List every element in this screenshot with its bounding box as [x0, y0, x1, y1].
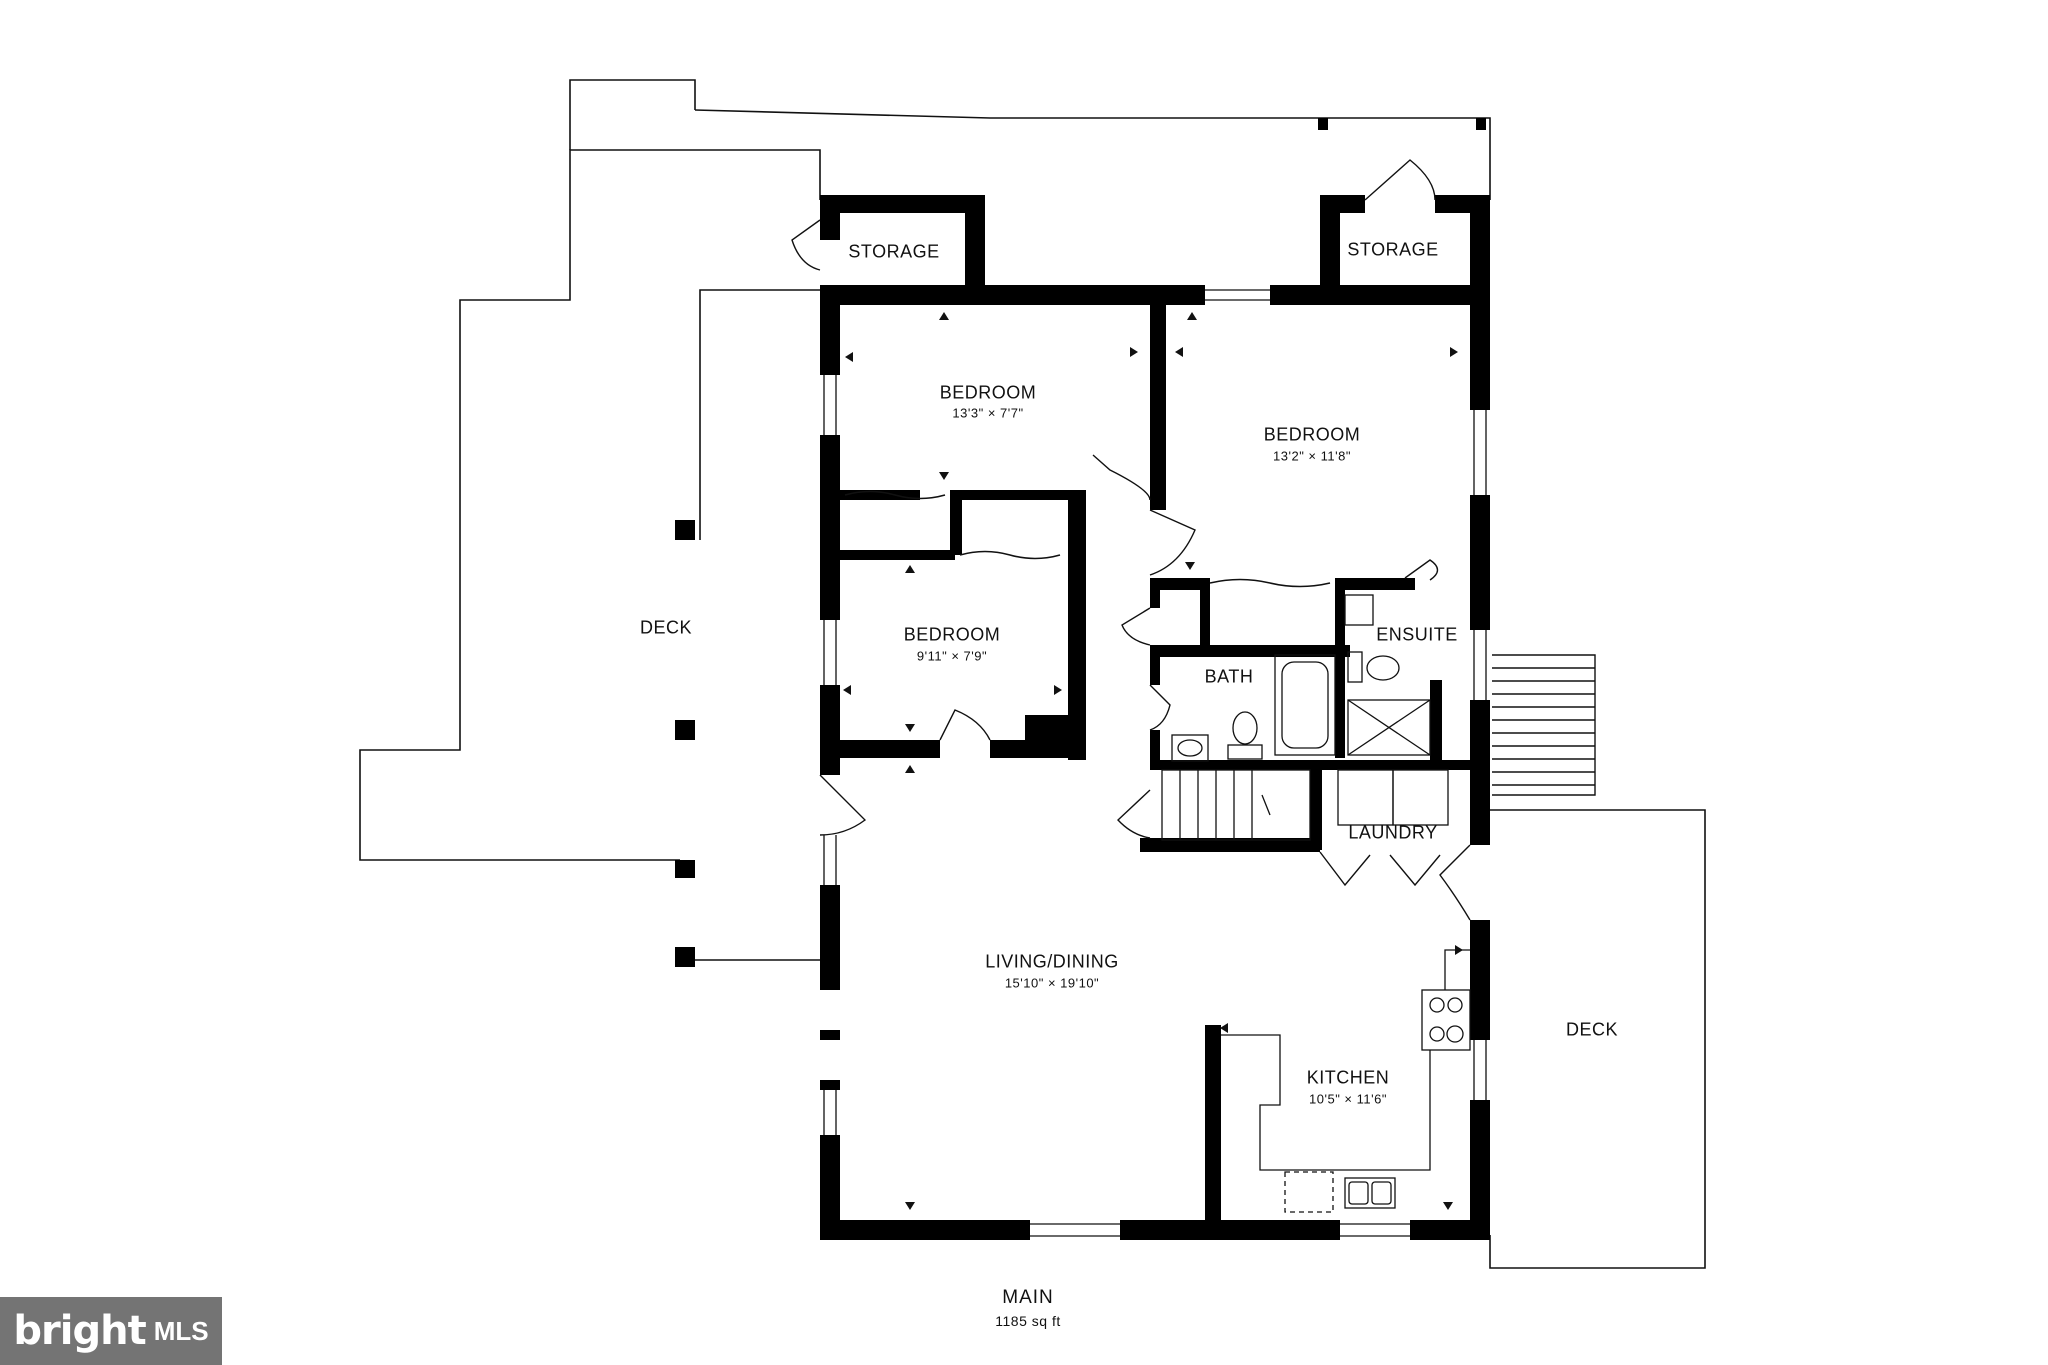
- kitchen-label: KITCHEN: [1306, 1067, 1390, 1088]
- laundry-label: LAUNDRY: [1348, 822, 1438, 843]
- storage-left-label: STORAGE: [848, 241, 940, 262]
- closet-doors: [844, 490, 1331, 588]
- dimension-markers: [843, 312, 1463, 1210]
- bedroom-3-dims: 9'11" × 7'9": [916, 648, 988, 664]
- floor-title: MAIN: [1002, 1287, 1054, 1308]
- windows: [823, 289, 1487, 1237]
- interior-stairs: [1161, 769, 1311, 841]
- floor-area: 1185 sq ft: [995, 1313, 1061, 1329]
- bedroom-3-label: BEDROOM: [903, 624, 1001, 645]
- deck-left-label: DECK: [639, 617, 693, 638]
- living-dining-label: LIVING/DINING: [985, 951, 1119, 972]
- logo-brand-text: bright: [13, 1308, 146, 1354]
- bedroom-1-label: BEDROOM: [939, 382, 1037, 403]
- living-dining-dims: 15'10" × 19'10": [1004, 975, 1100, 991]
- ensuite-label: ENSUITE: [1376, 624, 1458, 645]
- exterior-stairs: [1492, 654, 1596, 796]
- bedroom-1-dims: 13'3" × 7'7": [952, 405, 1024, 421]
- deck-outline: [359, 79, 1706, 1269]
- kitchen-dims: 10'5" × 11'6": [1309, 1091, 1387, 1107]
- bright-mls-logo: bright MLS: [0, 1297, 222, 1365]
- bedroom-2-label: BEDROOM: [1263, 424, 1361, 445]
- deck-right-label: DECK: [1565, 1019, 1619, 1040]
- bedroom-2-dims: 13'2" × 11'8": [1273, 448, 1351, 464]
- doors: [791, 159, 1471, 921]
- storage-right-label: STORAGE: [1347, 239, 1439, 260]
- walls: [675, 118, 1490, 1240]
- logo-mls-text: MLS: [153, 1315, 209, 1346]
- bath-label: BATH: [1204, 666, 1254, 687]
